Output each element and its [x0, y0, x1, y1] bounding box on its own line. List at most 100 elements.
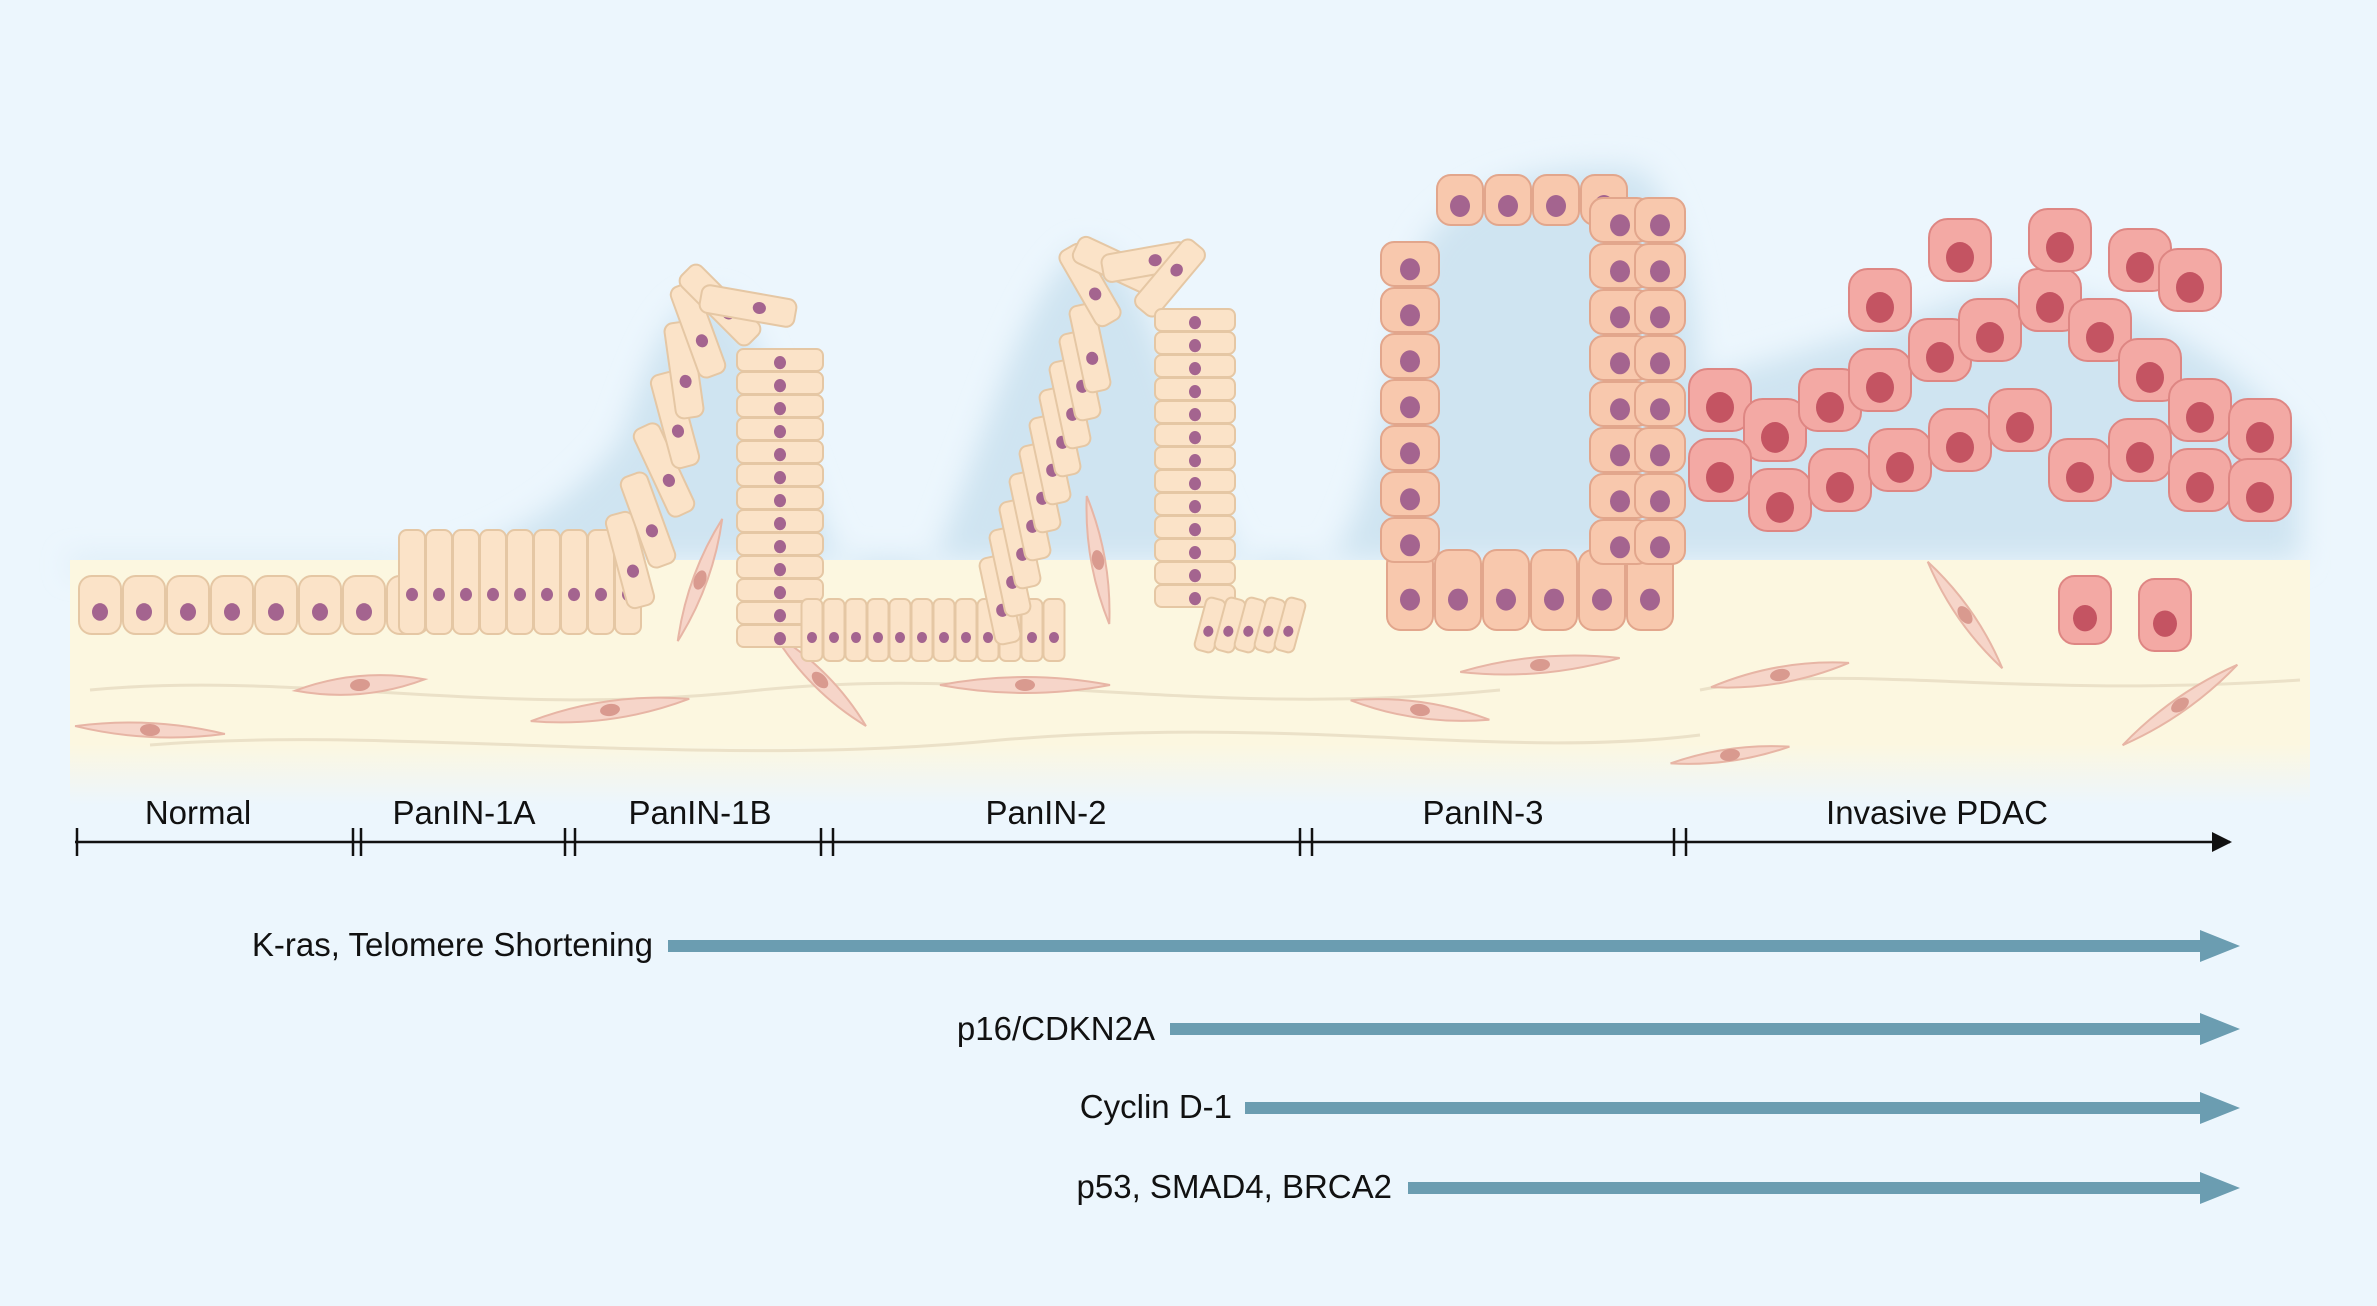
cell-body [398, 529, 426, 635]
epithelial-cell [166, 575, 210, 635]
epithelial-cell [1154, 354, 1236, 378]
cell-nucleus [1400, 588, 1420, 611]
cell-nucleus [1650, 214, 1670, 237]
cell-nucleus [433, 587, 445, 602]
epithelial-cell [1154, 469, 1236, 493]
epithelial-cell [1134, 238, 1206, 318]
cell-nucleus [774, 379, 786, 393]
epithelial-cell [122, 575, 166, 635]
epithelial-cell [78, 575, 122, 635]
cell-nucleus [1400, 258, 1420, 281]
cell-nucleus [774, 402, 786, 416]
cell-body [910, 598, 934, 662]
alteration-label: p16/CDKN2A [957, 1010, 1155, 1047]
cell-nucleus [752, 301, 766, 315]
fibroblast [1710, 661, 1850, 689]
fibroblast [1460, 654, 1620, 676]
epithelial-cell [2108, 418, 2172, 482]
cell-nucleus [2136, 362, 2164, 393]
fibroblast-nucleus [1957, 606, 1973, 624]
cell-nucleus [1610, 260, 1630, 283]
epithelial-cell [1988, 388, 2052, 452]
epithelial-cell [1848, 268, 1912, 332]
cell-nucleus [1450, 195, 1470, 217]
cell-body [1058, 242, 1122, 328]
cell-nucleus [1498, 195, 1518, 217]
cell-nucleus [774, 540, 786, 554]
epithelial-cell [1213, 596, 1247, 654]
cell-nucleus [1866, 372, 1894, 403]
epithelial-cell [698, 284, 798, 328]
cell-nucleus [1926, 342, 1954, 373]
epithelial-cell [736, 509, 824, 533]
epithelial-cell [1958, 298, 2022, 362]
epithelial-cell [1634, 381, 1686, 427]
epithelial-cell [2228, 398, 2292, 462]
cell-body [619, 471, 677, 569]
cell-nucleus [895, 631, 905, 643]
epithelial-cell [587, 529, 615, 635]
cell-nucleus [1189, 523, 1201, 537]
epithelial-cell [910, 598, 934, 662]
epithelial-cell [342, 575, 386, 635]
cell-nucleus [2126, 442, 2154, 473]
cell-nucleus [774, 356, 786, 370]
cell-nucleus [774, 609, 786, 623]
cell-body [822, 598, 846, 662]
fibroblast-nucleus [140, 723, 160, 737]
fibroblast-nucleus [1410, 703, 1430, 717]
alteration-row-p53-smad4-brca2: p53, SMAD4, BRCA2 [1077, 1168, 2240, 1205]
epithelial-cell [1434, 549, 1482, 631]
epithelial-cell [844, 598, 868, 662]
cell-nucleus [568, 587, 580, 602]
cell-body [954, 598, 978, 662]
epithelial-cell [1154, 538, 1236, 562]
epithelial-cell [1578, 549, 1626, 631]
epithelial-cell [1380, 471, 1440, 517]
stage-label-panin-3: PanIN-3 [1422, 794, 1543, 831]
alteration-arrow [1245, 1092, 2240, 1124]
alteration-label: K-ras, Telomere Shortening [252, 926, 653, 963]
cell-nucleus [961, 631, 971, 643]
epithelial-cell [479, 529, 507, 635]
cell-body [506, 529, 534, 635]
cell-nucleus [1189, 569, 1201, 583]
cell-nucleus [1946, 432, 1974, 463]
cell-nucleus [1400, 350, 1420, 373]
epithelial-cell [736, 348, 824, 372]
epithelial-cell [2138, 578, 2192, 652]
cell-nucleus [2036, 292, 2064, 323]
epithelial-cell [1154, 423, 1236, 447]
epithelial-cell [1380, 517, 1440, 563]
cell-nucleus [774, 517, 786, 531]
cell-body [560, 529, 588, 635]
epithelial-cell [1634, 519, 1686, 565]
epithelial-cell [1688, 368, 1752, 432]
alteration-arrow [1408, 1172, 2240, 1204]
epithelial-cell [736, 486, 824, 510]
cell-nucleus [2246, 422, 2274, 453]
cell-body [888, 598, 912, 662]
cell-body [800, 598, 824, 662]
fibroblast-nucleus [1015, 679, 1035, 691]
epithelial-cell [1808, 448, 1872, 512]
cell-nucleus [92, 603, 108, 621]
alteration-row-p16: p16/CDKN2A [957, 1010, 2240, 1047]
epithelial-cell [1626, 549, 1674, 631]
epithelial-cell [1380, 287, 1440, 333]
cell-nucleus [1400, 442, 1420, 465]
epithelial-cells [78, 174, 2292, 662]
cell-nucleus [1189, 316, 1201, 330]
cell-nucleus [487, 587, 499, 602]
cell-nucleus [1203, 625, 1214, 637]
cell-nucleus [1496, 588, 1516, 611]
cell-nucleus [1706, 462, 1734, 493]
cell-nucleus [1400, 488, 1420, 511]
cell-body [1068, 302, 1112, 394]
stage-label-normal: Normal [145, 794, 251, 831]
cell-nucleus [1170, 263, 1183, 277]
cell-body [866, 598, 890, 662]
cell-body [533, 529, 561, 635]
cell-nucleus [1189, 500, 1201, 514]
alteration-arrow [1170, 1013, 2240, 1045]
